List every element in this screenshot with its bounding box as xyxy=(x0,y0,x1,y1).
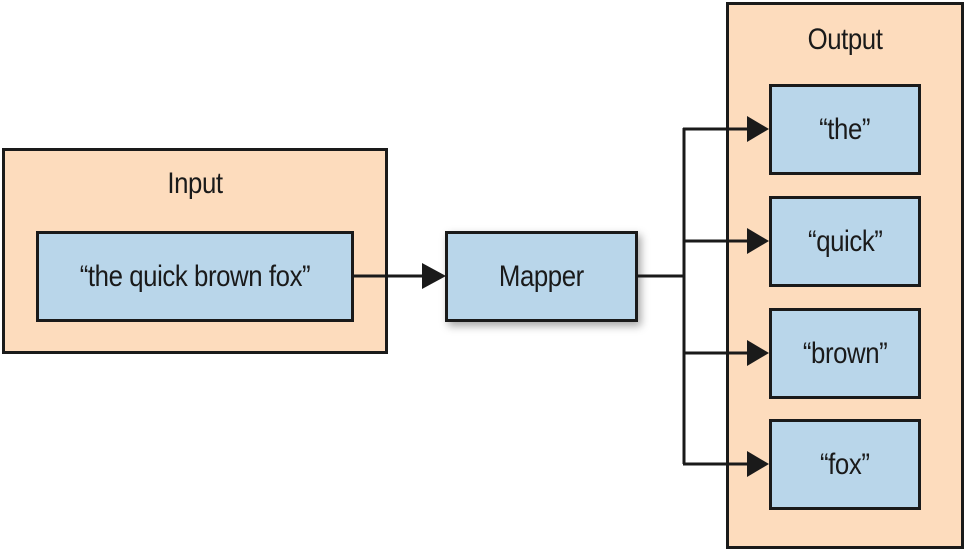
arrowhead-quick xyxy=(747,228,769,254)
output-item-fox: “fox” xyxy=(769,419,921,510)
output-item-label: “fox” xyxy=(820,447,870,481)
input-record-box: “the quick brown fox” xyxy=(36,231,354,322)
output-item-quick: “quick” xyxy=(769,196,921,287)
output-item-the: “the” xyxy=(769,84,921,175)
arrowhead-mapper xyxy=(422,263,446,289)
input-panel-title: Input xyxy=(167,167,223,200)
input-record-label: “the quick brown fox” xyxy=(79,259,311,293)
mapper-label: Mapper xyxy=(499,259,584,293)
output-item-label: “the” xyxy=(819,112,871,146)
output-item-label: “quick” xyxy=(807,224,883,258)
output-panel-title: Output xyxy=(807,23,883,56)
arrowhead-the xyxy=(747,116,769,142)
mapper-box: Mapper xyxy=(445,231,638,322)
arrowhead-fox xyxy=(747,451,769,477)
output-item-brown: “brown” xyxy=(769,308,921,399)
arrowhead-brown xyxy=(747,340,769,366)
output-item-label: “brown” xyxy=(802,336,888,370)
